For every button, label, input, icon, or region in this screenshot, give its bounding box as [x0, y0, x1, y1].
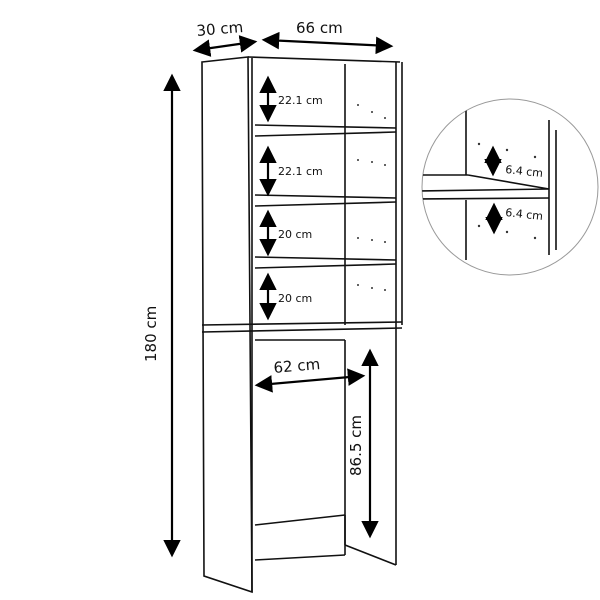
- depth-arrow: [192, 35, 258, 57]
- shelf-1-label: 22.1 cm: [278, 94, 323, 107]
- shelf-3-label: 20 cm: [278, 228, 312, 241]
- shelf-4-label: 20 cm: [278, 292, 312, 305]
- shelf-pin-detail-inset: 6.4 cm 6.4 cm: [421, 98, 599, 276]
- cabinet: [201, 56, 403, 594]
- width-label: 66 cm: [296, 19, 343, 37]
- height-label: 180 cm: [142, 306, 160, 362]
- inner-width-arrow: [254, 368, 366, 393]
- lower-height-label: 86.5 cm: [347, 415, 365, 476]
- adjust-up-label: 6.4 cm: [505, 163, 544, 180]
- middle-board: [201, 321, 403, 326]
- plinth: [254, 514, 346, 526]
- adjust-down-label: 6.4 cm: [505, 206, 544, 223]
- depth-label: 30 cm: [196, 18, 244, 40]
- width-arrow: [261, 31, 394, 55]
- shelf-2-label: 22.1 cm: [278, 165, 323, 178]
- inner-width-label: 62 cm: [273, 355, 321, 377]
